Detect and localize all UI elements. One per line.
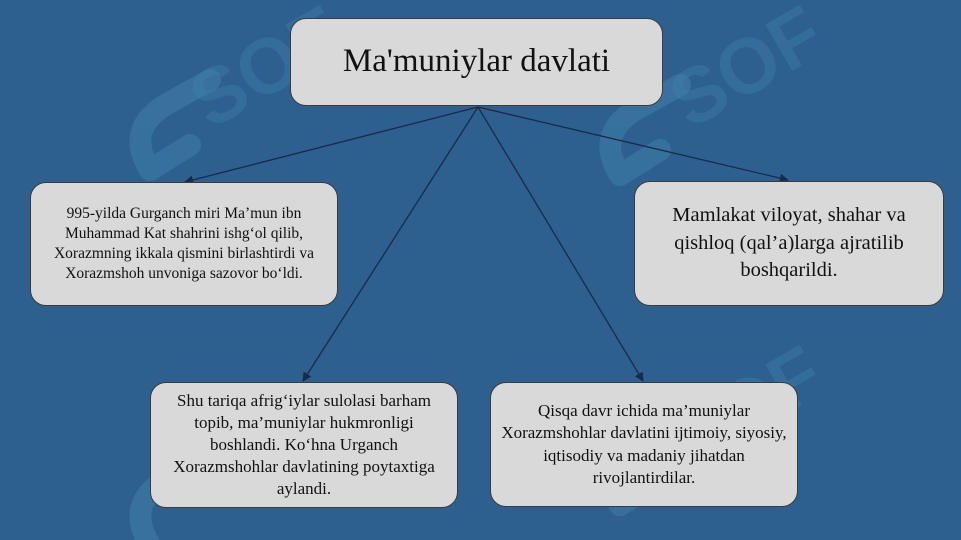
connector-arrow <box>477 106 789 183</box>
info-box-text: 995-yilda Gurganch miri Ma’mun ibn Muham… <box>53 204 314 283</box>
connector-arrow <box>477 106 644 382</box>
info-box-text: Mamlakat viloyat, shahar va qishloq (qal… <box>672 203 906 282</box>
info-box-top-left: 995-yilda Gurganch miri Ma’mun ibn Muham… <box>30 182 338 306</box>
info-box-bottom-right: Qisqa davr ichida ma’muniylar Xorazmshoh… <box>490 382 798 507</box>
connector-arrow <box>302 106 479 382</box>
title-box: Ma'muniylar davlati <box>290 18 663 106</box>
info-box-text: Qisqa davr ichida ma’muniylar Xorazmshoh… <box>501 401 787 487</box>
info-box-top-right: Mamlakat viloyat, shahar va qishloq (qal… <box>634 181 944 306</box>
diagram-title: Ma'muniylar davlati <box>342 43 611 80</box>
info-box-bottom-left: Shu tariqa afrig‘iylar sulolasi barham t… <box>150 382 458 508</box>
info-box-text: Shu tariqa afrig‘iylar sulolasi barham t… <box>173 390 435 499</box>
watermark-logo-icon <box>599 74 691 186</box>
connector-arrow <box>184 106 479 185</box>
watermark-logo-icon <box>129 69 221 181</box>
